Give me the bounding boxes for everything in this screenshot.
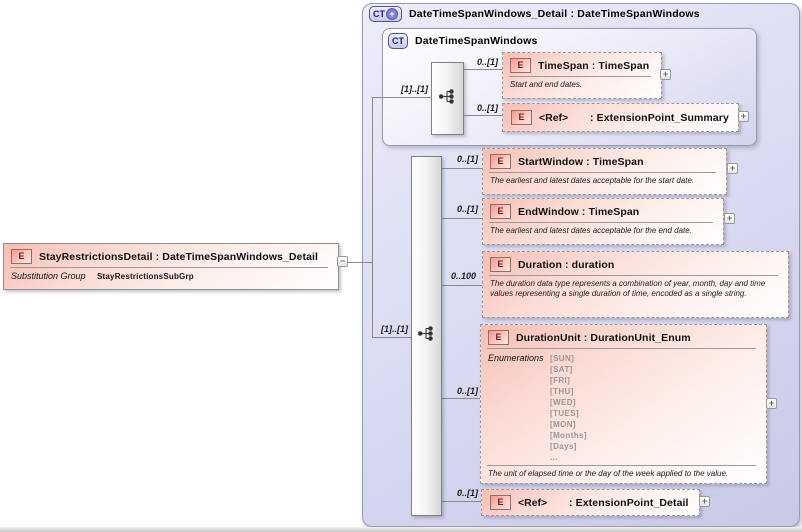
element-icon: E — [11, 249, 32, 264]
element-title: TimeSpan : TimeSpan — [538, 59, 650, 72]
separator — [487, 348, 756, 349]
compositor-icon — [438, 88, 456, 109]
collapse-icon[interactable]: − — [337, 256, 348, 267]
element-title: StayRestrictionsDetail : DateTimeSpanWin… — [39, 250, 319, 263]
element-title-row: E StartWindow : TimeSpan — [483, 149, 726, 172]
substitution-group-label: Substitution Group — [11, 271, 86, 281]
element-box-duration[interactable]: E Duration : duration The duration data … — [482, 251, 789, 318]
connector-line — [440, 168, 482, 169]
plus-circle-icon: + — [386, 8, 398, 20]
separator — [489, 222, 713, 223]
element-title: Duration : duration — [518, 258, 615, 271]
element-title-row: E DurationUnit : DurationUnit_Enum — [481, 325, 766, 348]
element-box-stayrestrictionsdetail[interactable]: E StayRestrictionsDetail : DateTimeSpanW… — [3, 243, 339, 290]
ct-glyph: CT — [373, 8, 385, 19]
cardinality-label: 0..[1] — [476, 103, 498, 113]
element-title: EndWindow : TimeSpan — [518, 205, 640, 218]
element-icon: E — [490, 495, 511, 510]
expand-icon[interactable]: + — [660, 69, 671, 80]
connector-line — [440, 285, 482, 286]
element-box-ref-detail[interactable]: E <Ref> : ExtensionPoint_Detail — [481, 489, 700, 516]
cardinality-label: [1]..[1] — [381, 324, 408, 334]
element-title-row: E EndWindow : TimeSpan — [483, 199, 723, 222]
connector-line — [372, 97, 373, 338]
compositor-extension[interactable] — [411, 156, 442, 516]
separator — [509, 76, 651, 77]
base-type-title: DateTimeSpanWindows — [415, 35, 538, 47]
element-icon: E — [511, 110, 532, 125]
expand-icon[interactable]: + — [738, 111, 749, 122]
element-description: The earliest and latest dates acceptable… — [490, 176, 695, 185]
element-type: : ExtensionPoint_Summary — [590, 111, 729, 124]
compositor-base[interactable] — [431, 62, 464, 135]
element-title-row: E <Ref> : ExtensionPoint_Detail — [482, 490, 699, 515]
element-title: <Ref> — [539, 111, 569, 124]
enumeration-values: [SUN] [SAT] [FRI] [THU] [WED] [TUES] [MO… — [550, 354, 587, 462]
substitution-group-row: Substitution Group StayRestrictionsSubGr… — [4, 268, 338, 281]
connector-line — [440, 218, 482, 219]
facets-section: Enumerations [SUN] [SAT] [FRI] [THU] [WE… — [481, 349, 766, 465]
element-box-timespan[interactable]: E TimeSpan : TimeSpan Start and end date… — [502, 52, 662, 99]
element-description: Start and end dates. — [510, 80, 583, 89]
separator — [487, 465, 756, 466]
element-description: The unit of elapsed time or the day of t… — [488, 469, 729, 478]
cardinality-label: 0..[1] — [456, 386, 478, 396]
element-title-row: E <Ref> : ExtensionPoint_Summary — [503, 104, 738, 131]
element-description: The earliest and latest dates acceptable… — [490, 226, 692, 235]
separator — [489, 275, 778, 276]
element-title: <Ref> — [518, 496, 548, 509]
connector-line — [372, 337, 411, 338]
element-icon: E — [490, 257, 511, 272]
ct-glyph: CT — [392, 35, 404, 46]
cardinality-label: 0..[1] — [456, 488, 478, 498]
cardinality-label: 0..[1] — [456, 154, 478, 164]
ct-icon[interactable]: CT — [388, 33, 408, 49]
connector-line — [440, 501, 481, 502]
outer-type-title: DateTimeSpanWindows_Detail : DateTimeSpa… — [409, 8, 700, 20]
expand-icon[interactable]: + — [699, 496, 710, 507]
complex-type-header: CT+ DateTimeSpanWindows_Detail : DateTim… — [369, 6, 700, 22]
element-title: StartWindow : TimeSpan — [518, 155, 644, 168]
connector-line — [372, 97, 431, 98]
connector-line — [462, 115, 502, 116]
element-title-row: E TimeSpan : TimeSpan — [503, 53, 661, 76]
cardinality-label: 0..[1] — [476, 57, 498, 67]
element-description: The duration data type represents a comb… — [490, 279, 766, 298]
expand-icon[interactable]: + — [727, 163, 738, 174]
cardinality-label: [1]..[1] — [401, 84, 428, 94]
element-icon: E — [510, 58, 531, 73]
element-type: : ExtensionPoint_Detail — [569, 496, 689, 509]
connector-line — [462, 69, 502, 70]
cardinality-label: 0..[1] — [456, 204, 478, 214]
element-box-durationunit[interactable]: E DurationUnit : DurationUnit_Enum Enume… — [480, 324, 767, 484]
enumerations-label: Enumerations — [488, 353, 544, 363]
element-icon: E — [490, 154, 511, 169]
base-type-header: CT DateTimeSpanWindows — [388, 33, 538, 49]
element-box-endwindow[interactable]: E EndWindow : TimeSpan The earliest and … — [482, 198, 724, 245]
separator — [489, 172, 716, 173]
substitution-group-value: StayRestrictionsSubGrp — [97, 272, 194, 281]
window-bottom-edge — [0, 527, 802, 532]
compositor-icon — [417, 326, 435, 346]
connector-line — [348, 262, 372, 263]
element-box-startwindow[interactable]: E StartWindow : TimeSpan The earliest an… — [482, 148, 727, 195]
element-icon: E — [490, 204, 511, 219]
separator — [10, 267, 328, 268]
expand-icon[interactable]: + — [766, 398, 777, 409]
element-icon: E — [488, 330, 509, 345]
element-box-ref-summary[interactable]: E <Ref> : ExtensionPoint_Summary — [502, 103, 739, 132]
element-title-row: E StayRestrictionsDetail : DateTimeSpanW… — [4, 244, 338, 267]
expand-icon[interactable]: + — [724, 213, 735, 224]
ct-plus-icon[interactable]: CT+ — [369, 6, 402, 22]
element-title: DurationUnit : DurationUnit_Enum — [516, 331, 691, 344]
cardinality-label: 0..100 — [450, 271, 476, 281]
element-title-row: E Duration : duration — [483, 252, 788, 275]
connector-line — [440, 398, 480, 399]
